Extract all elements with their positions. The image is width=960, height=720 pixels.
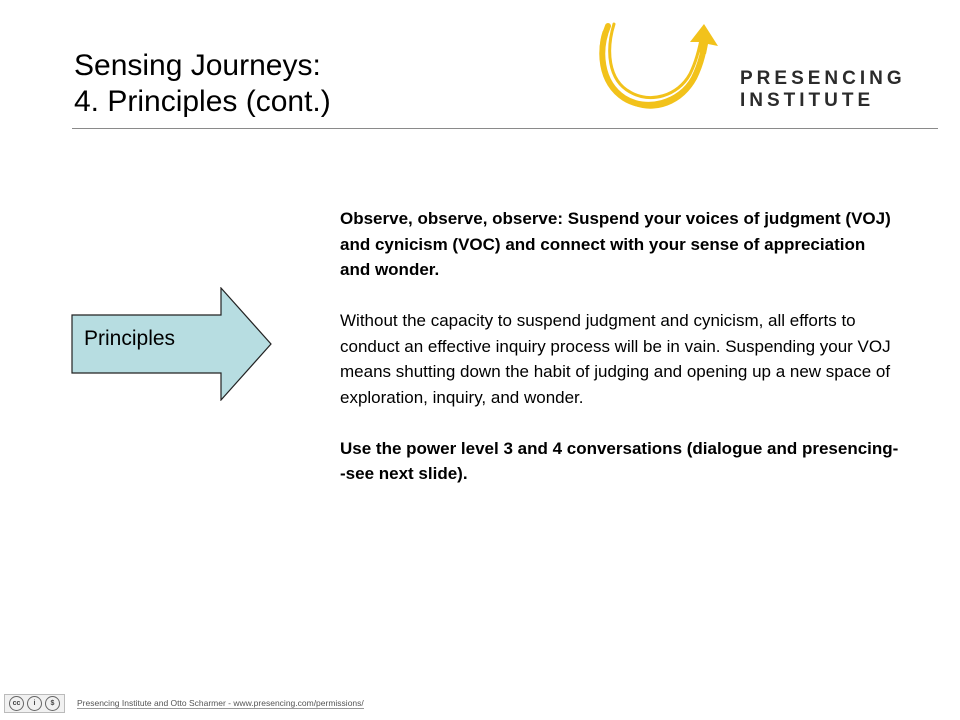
credit-link[interactable]: Presencing Institute and Otto Scharmer -… [77, 697, 364, 709]
paragraph-power-level: Use the power level 3 and 4 conversation… [340, 438, 899, 484]
slide-title: Sensing Journeys: 4. Principles (cont.) [74, 48, 331, 120]
arrow-label: Principles [84, 327, 176, 350]
title-line-1: Sensing Journeys: [74, 49, 321, 82]
title-line-2: 4. Principles (cont.) [74, 85, 331, 118]
cc-license-badge[interactable]: cc i $ [4, 693, 65, 713]
title-divider [72, 128, 938, 129]
paragraph-suspend: Without the capacity to suspend judgment… [340, 311, 891, 407]
license-footer: cc i $ Presencing Institute and Otto Sch… [4, 693, 364, 713]
cc-icon: cc [9, 695, 24, 711]
presencing-u-arrow-icon [599, 22, 718, 109]
by-icon: i [27, 695, 42, 711]
slide-body: Observe, observe, observe: Suspend your … [340, 206, 900, 512]
nc-icon: $ [45, 695, 60, 711]
paragraph-observe: Observe, observe, observe: Suspend your … [340, 209, 891, 279]
logo-line-2: INSTITUTE [740, 90, 875, 111]
principles-arrow [71, 287, 272, 401]
logo-line-1: PRESENCING [740, 68, 906, 89]
presencing-institute-logo: PRESENCING INSTITUTE [740, 68, 906, 112]
